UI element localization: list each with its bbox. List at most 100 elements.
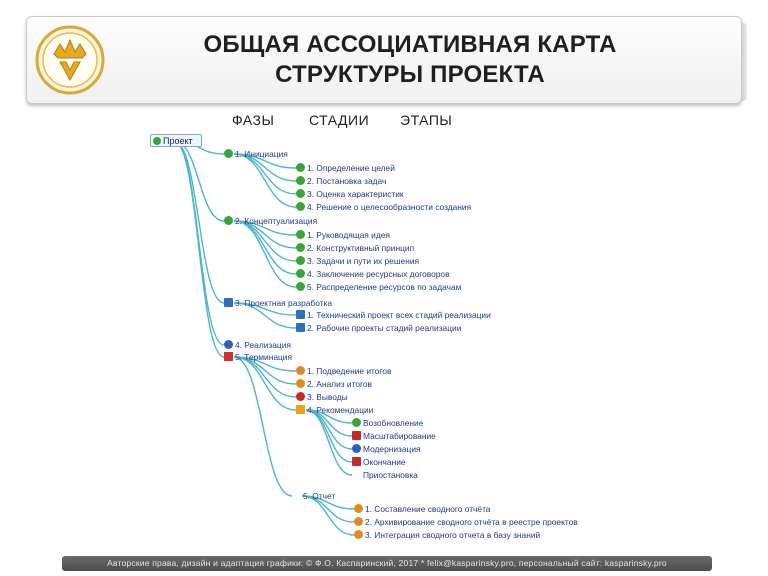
substage-node[interactable]: Масштабирование xyxy=(352,431,436,441)
phase-node-label: 2. Концептуализация xyxy=(235,216,318,226)
phase-node[interactable]: 2. Концептуализация xyxy=(224,216,317,226)
green-circle-icon xyxy=(296,282,305,291)
page-title: ОБЩАЯ АССОЦИАТИВНАЯ КАРТА СТРУКТУРЫ ПРОЕ… xyxy=(120,30,700,90)
phase-node-label: 4. Реализация xyxy=(235,340,291,350)
phase-node-label: 3. Проектная разработка xyxy=(235,298,333,308)
stage-connector xyxy=(233,356,293,497)
green-circle-icon xyxy=(296,176,305,185)
stage-node[interactable]: 2. Конструктивный принцип xyxy=(296,243,414,253)
stage-node-label: 3. Оценка характеристик xyxy=(307,189,404,199)
substage-node-label: Модернизация xyxy=(363,444,421,454)
stage-node-label: 2. Рабочие проекты стадий реализации xyxy=(307,323,462,333)
stage-node[interactable]: 1. Определение целей xyxy=(296,163,395,173)
substage-node[interactable]: Приостановка xyxy=(352,470,418,480)
stage-node-label: 1. Определение целей xyxy=(307,163,395,173)
substage-node[interactable]: 3. Интеграция сводного отчета в базу зна… xyxy=(354,530,540,540)
stage-node-label: 5. Распределение ресурсов по задачам xyxy=(307,282,462,292)
stage-connector xyxy=(233,153,297,208)
substage-node[interactable]: 2. Архивирование сводного отчёта в реест… xyxy=(354,517,578,527)
stage-node[interactable]: 5. Отчет xyxy=(292,491,335,501)
substage-node-label: Масштабирование xyxy=(363,431,436,441)
stage-node[interactable]: 1. Руководящая идея xyxy=(296,230,390,240)
green-circle-icon xyxy=(296,202,305,211)
substage-node[interactable]: Возобновление xyxy=(352,418,423,428)
multi-icon xyxy=(296,366,305,375)
blue-doc-icon xyxy=(224,298,233,307)
red-square-icon xyxy=(352,431,361,440)
stage-node[interactable]: 4. Заключение ресурсных договоров xyxy=(296,269,450,279)
stage-node-label: 2. Анализ итогов xyxy=(307,379,372,389)
stage-node[interactable]: 2. Постановка задач xyxy=(296,176,386,186)
stage-node[interactable]: 3. Оценка характеристик xyxy=(296,189,404,199)
multi-icon xyxy=(354,504,363,513)
title-line-2: СТРУКТУРЫ ПРОЕКТА xyxy=(275,61,545,88)
stage-node-label: 3. Задачи и пути их решения xyxy=(307,256,420,266)
stage-node[interactable]: 1. Подведение итогов xyxy=(296,366,391,376)
mind-map-canvas xyxy=(144,130,604,550)
stage-node[interactable]: 1. Технический проект всех стадий реализ… xyxy=(296,310,491,320)
substage-node[interactable]: Модернизация xyxy=(352,444,421,454)
green-circle-icon xyxy=(296,256,305,265)
phase-connector xyxy=(173,140,225,358)
green-circle-icon xyxy=(296,243,305,252)
green-circle-icon xyxy=(224,149,233,158)
green-circle-icon xyxy=(352,418,361,427)
stage-node[interactable]: 2. Рабочие проекты стадий реализации xyxy=(296,323,461,333)
green-circle-icon xyxy=(296,189,305,198)
stage-node-label: 2. Конструктивный принцип xyxy=(307,243,415,253)
stage-connector xyxy=(233,356,297,411)
green-circle-icon xyxy=(153,137,161,145)
phase-node[interactable]: 4. Реализация xyxy=(224,340,291,350)
column-header-phases: ФАЗЫ xyxy=(232,112,275,128)
stage-node-label: 1. Технический проект всех стадий реализ… xyxy=(307,310,491,320)
substage-node-label: 2. Архивирование сводного отчёта в реест… xyxy=(365,517,578,527)
substage-connector xyxy=(305,409,353,463)
substage-connector xyxy=(301,495,355,536)
column-header-stages: СТАДИИ xyxy=(309,112,370,128)
root-label: Проект xyxy=(163,136,193,146)
title-line-1: ОБЩАЯ АССОЦИАТИВНАЯ КАРТА xyxy=(203,31,617,58)
stage-node-label: 1. Руководящая идея xyxy=(307,230,390,240)
root-node[interactable]: Проект xyxy=(150,134,202,147)
stage-node-label: 4. Рекомендации xyxy=(307,405,374,415)
green-circle-icon xyxy=(296,163,305,172)
phase-node[interactable]: 3. Проектная разработка xyxy=(224,298,332,308)
mind-map: Проект 1. Инициация 1. Определение целей 2… xyxy=(144,130,604,550)
stage-node-label: 3. Выводы xyxy=(307,392,348,402)
stage-connector xyxy=(233,302,297,329)
stage-node-label: 4. Решение о целесообразности создания xyxy=(307,202,472,212)
warning-icon xyxy=(296,405,305,414)
blue-doc-icon xyxy=(296,323,305,332)
stage-node[interactable]: 4. Решение о целесообразности создания xyxy=(296,202,471,212)
stage-node-label: 4. Заключение ресурсных договоров xyxy=(307,269,450,279)
multi-icon xyxy=(296,379,305,388)
substage-node-label: Окончание xyxy=(363,457,406,467)
substage-node[interactable]: 1. Составление сводного отчёта xyxy=(354,504,490,514)
stage-node[interactable]: 3. Выводы xyxy=(296,392,348,402)
substage-node-label: 3. Интеграция сводного отчета в базу зна… xyxy=(365,530,541,540)
stage-node[interactable]: 5. Распределение ресурсов по задачам xyxy=(296,282,461,292)
blue-circle-icon xyxy=(224,340,233,349)
phase-node[interactable]: 5. Терминация xyxy=(224,352,292,362)
phase-node-label: 5. Терминация xyxy=(235,352,293,362)
blue-doc-icon xyxy=(296,310,305,319)
red-square-icon xyxy=(352,457,361,466)
green-circle-icon xyxy=(296,230,305,239)
column-header-steps: ЭТАПЫ xyxy=(400,112,453,128)
stage-node[interactable]: 2. Анализ итогов xyxy=(296,379,372,389)
stage-node[interactable]: 4. Рекомендации xyxy=(296,405,373,415)
substage-node-label: Возобновление xyxy=(363,418,424,428)
stage-node-label: 2. Постановка задач xyxy=(307,176,387,186)
title-banner xyxy=(26,16,747,104)
phase-node[interactable]: 1. Инициация xyxy=(224,149,288,159)
multi-icon xyxy=(354,517,363,526)
red-triangle-icon xyxy=(224,352,233,361)
stage-connector xyxy=(233,153,297,195)
multi-icon xyxy=(354,530,363,539)
green-circle-icon xyxy=(296,269,305,278)
stage-node[interactable]: 3. Задачи и пути их решения xyxy=(296,256,419,266)
blank-icon xyxy=(352,470,361,479)
stage-connector xyxy=(233,220,297,288)
footer-copyright: Авторские права, дизайн и адаптация граф… xyxy=(62,556,712,571)
substage-node[interactable]: Окончание xyxy=(352,457,406,467)
